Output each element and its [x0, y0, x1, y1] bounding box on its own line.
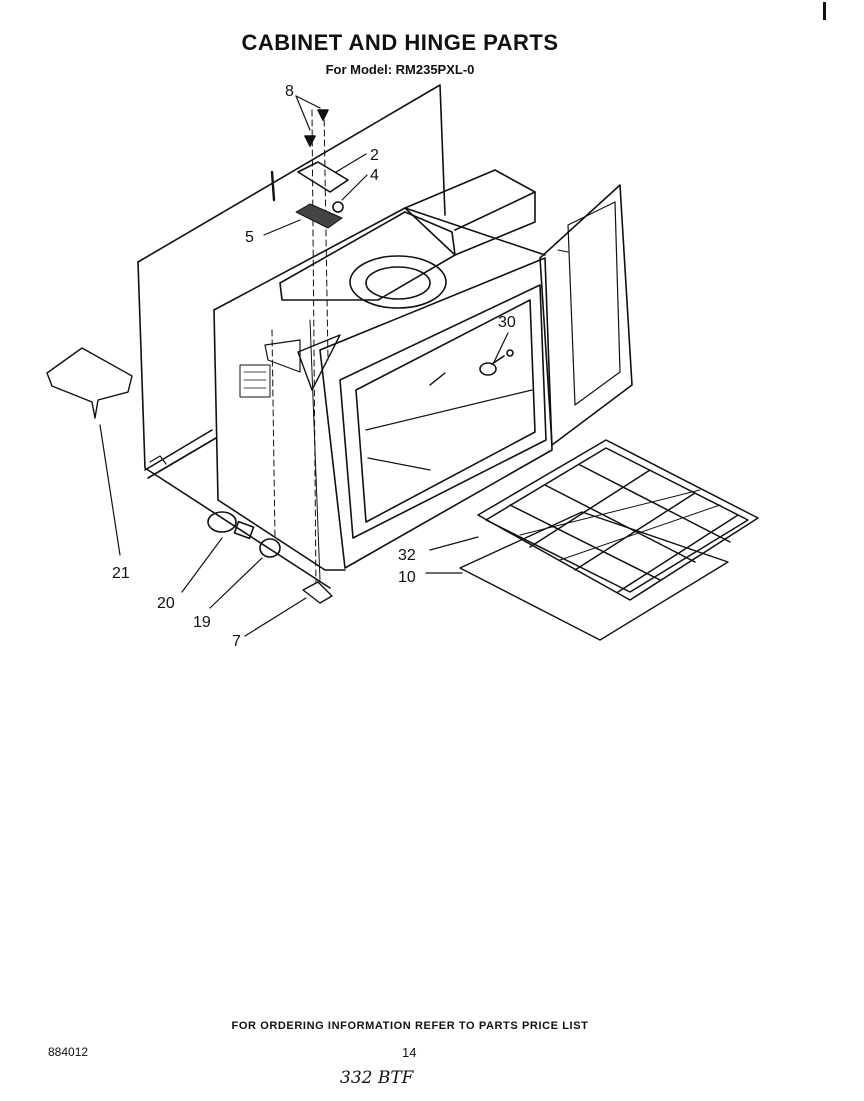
handwritten-note: 332 BTF — [340, 1068, 414, 1088]
alignment-lines — [271, 109, 329, 591]
callout-4: 4 — [370, 167, 379, 184]
latch-part — [479, 349, 514, 376]
callout-8: 8 — [285, 83, 294, 100]
callout-32: 32 — [398, 547, 416, 564]
front-frame — [264, 257, 553, 569]
shelf-rack — [477, 439, 759, 601]
callout-10: 10 — [398, 569, 416, 586]
bottom-hinge-plate — [302, 581, 333, 604]
callout-labels: 8 2 4 5 30 21 20 19 7 32 10 — [112, 83, 516, 650]
ordering-note: FOR ORDERING INFORMATION REFER TO PARTS … — [231, 1020, 589, 1032]
oven-cavity — [213, 169, 546, 571]
washer — [332, 201, 344, 213]
page-title: CABINET AND HINGE PARTS — [241, 30, 559, 55]
side-panel-right — [539, 184, 633, 446]
cabinet-wrapper — [137, 84, 446, 589]
corner-mark-icon — [823, 2, 826, 20]
callout-20: 20 — [157, 595, 175, 612]
callout-30: 30 — [498, 314, 516, 331]
callout-2: 2 — [370, 147, 379, 164]
hinge-pin — [270, 170, 276, 202]
hinge-pad — [295, 203, 343, 229]
model-label: For Model: RM235PXL-0 — [325, 62, 475, 77]
callout-7: 7 — [232, 633, 241, 650]
screw-parts — [304, 109, 329, 147]
callout-5: 5 — [245, 229, 254, 246]
leader-lines — [99, 95, 509, 637]
callout-21: 21 — [112, 565, 130, 582]
side-bracket — [46, 347, 133, 419]
hinge-bracket — [297, 161, 349, 193]
callout-19: 19 — [193, 614, 211, 631]
page-number: 14 — [402, 1045, 417, 1060]
lamp-assembly — [207, 511, 281, 558]
glass-tray — [459, 511, 729, 641]
document-number: 884012 — [48, 1045, 89, 1059]
